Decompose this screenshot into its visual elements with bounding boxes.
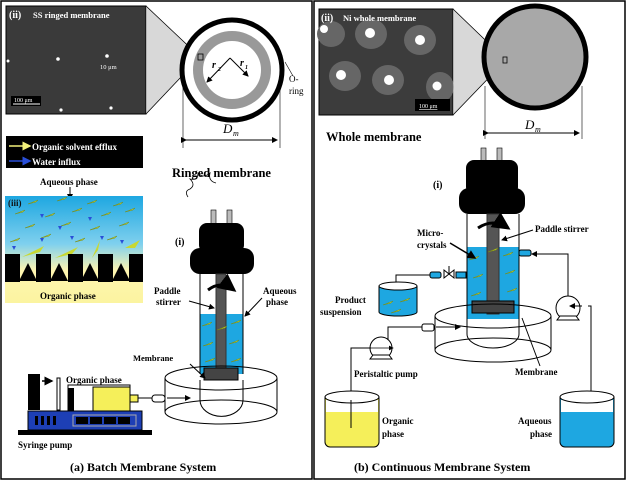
svg-text:ring: ring — [289, 86, 304, 96]
flux-legend: Organic solvent efflux Water influx — [6, 136, 143, 168]
svg-text:D: D — [524, 117, 535, 132]
svg-text:1: 1 — [245, 65, 248, 71]
panel-b-border — [313, 0, 626, 480]
svg-text:O-: O- — [289, 74, 299, 84]
pore-label: 10 μm — [100, 64, 117, 71]
svg-text:Ni whole membrane: Ni whole membrane — [343, 13, 416, 23]
svg-text:2: 2 — [217, 67, 221, 73]
syringe-pump: Organic phase Syringe pump — [18, 374, 191, 450]
svg-text:Organic phase: Organic phase — [40, 291, 96, 301]
svg-text:Paddle: Paddle — [154, 286, 181, 296]
svg-text:Peristaltic pump: Peristaltic pump — [354, 369, 418, 379]
svg-text:(i): (i) — [175, 237, 184, 248]
membrane-label-b: Membrane — [515, 367, 558, 377]
svg-text:r: r — [212, 60, 216, 71]
svg-text:m: m — [233, 129, 239, 138]
svg-text:r: r — [240, 58, 244, 69]
svg-text:Aqueous phase: Aqueous phase — [40, 177, 98, 187]
scale-bar-label: 100 μm — [14, 98, 33, 104]
svg-text:suspension: suspension — [320, 307, 362, 317]
svg-text:Paddle stirrer: Paddle stirrer — [535, 224, 589, 234]
organic-phase-label: Organic phase — [66, 375, 122, 385]
continuous-vessel: (i) Micro- crystals Paddle stirrer Membr… — [320, 147, 592, 428]
svg-text:Organic: Organic — [382, 416, 414, 426]
whole-membrane-title: Whole membrane — [326, 130, 422, 144]
svg-text:D: D — [222, 121, 233, 136]
svg-text:Aqueous: Aqueous — [263, 286, 297, 296]
panel-a-caption: (a) Batch Membrane System — [70, 460, 216, 474]
svg-text:(ii): (ii) — [321, 13, 333, 24]
syringe-pump-label: Syringe pump — [18, 440, 72, 450]
svg-text:stirrer: stirrer — [156, 297, 181, 307]
organic-beaker: Organic phase — [324, 390, 414, 448]
legend-organic: Organic solvent efflux — [32, 142, 117, 152]
aqueous-beaker: Aqueous phase — [518, 390, 615, 448]
batch-vessel: (i) Paddle stirrer Aqueous phase Membran… — [133, 171, 297, 425]
svg-text:(i): (i) — [433, 180, 442, 191]
zoom-wedge — [146, 6, 200, 114]
svg-text:phase: phase — [382, 429, 404, 439]
svg-text:Product: Product — [335, 295, 366, 305]
svg-text:Aqueous: Aqueous — [518, 416, 552, 426]
svg-text:100 μm: 100 μm — [419, 104, 438, 110]
membrane-label: Membrane — [133, 353, 173, 363]
ss-micrograph: (ii) SS ringed membrane 10 μm 100 μm — [5, 5, 147, 115]
svg-text:phase: phase — [530, 429, 552, 439]
panel-a-border — [0, 0, 313, 480]
ni-micrograph: (ii) Ni whole membrane 100 μm — [317, 8, 454, 116]
svg-text:Micro-: Micro- — [417, 228, 443, 238]
svg-text:m: m — [535, 125, 541, 134]
ringed-membrane-title: Ringed membrane — [172, 166, 271, 180]
micrograph-title: SS ringed membrane — [33, 10, 110, 20]
svg-text:(iii): (iii) — [8, 198, 22, 208]
svg-text:crystals: crystals — [417, 240, 447, 250]
whole-membrane-diagram: D m Whole membrane — [326, 3, 589, 144]
micrograph-tag: (ii) — [9, 10, 21, 21]
legend-water: Water influx — [32, 157, 81, 167]
ringed-membrane-diagram: r 2 r 1 O- ring D m Ringed membrane — [172, 17, 304, 180]
svg-text:phase: phase — [266, 297, 288, 307]
pore-inset: Aqueous phase (iii) Organic phase — [5, 177, 143, 303]
panel-b-caption: (b) Continuous Membrane System — [354, 460, 530, 474]
